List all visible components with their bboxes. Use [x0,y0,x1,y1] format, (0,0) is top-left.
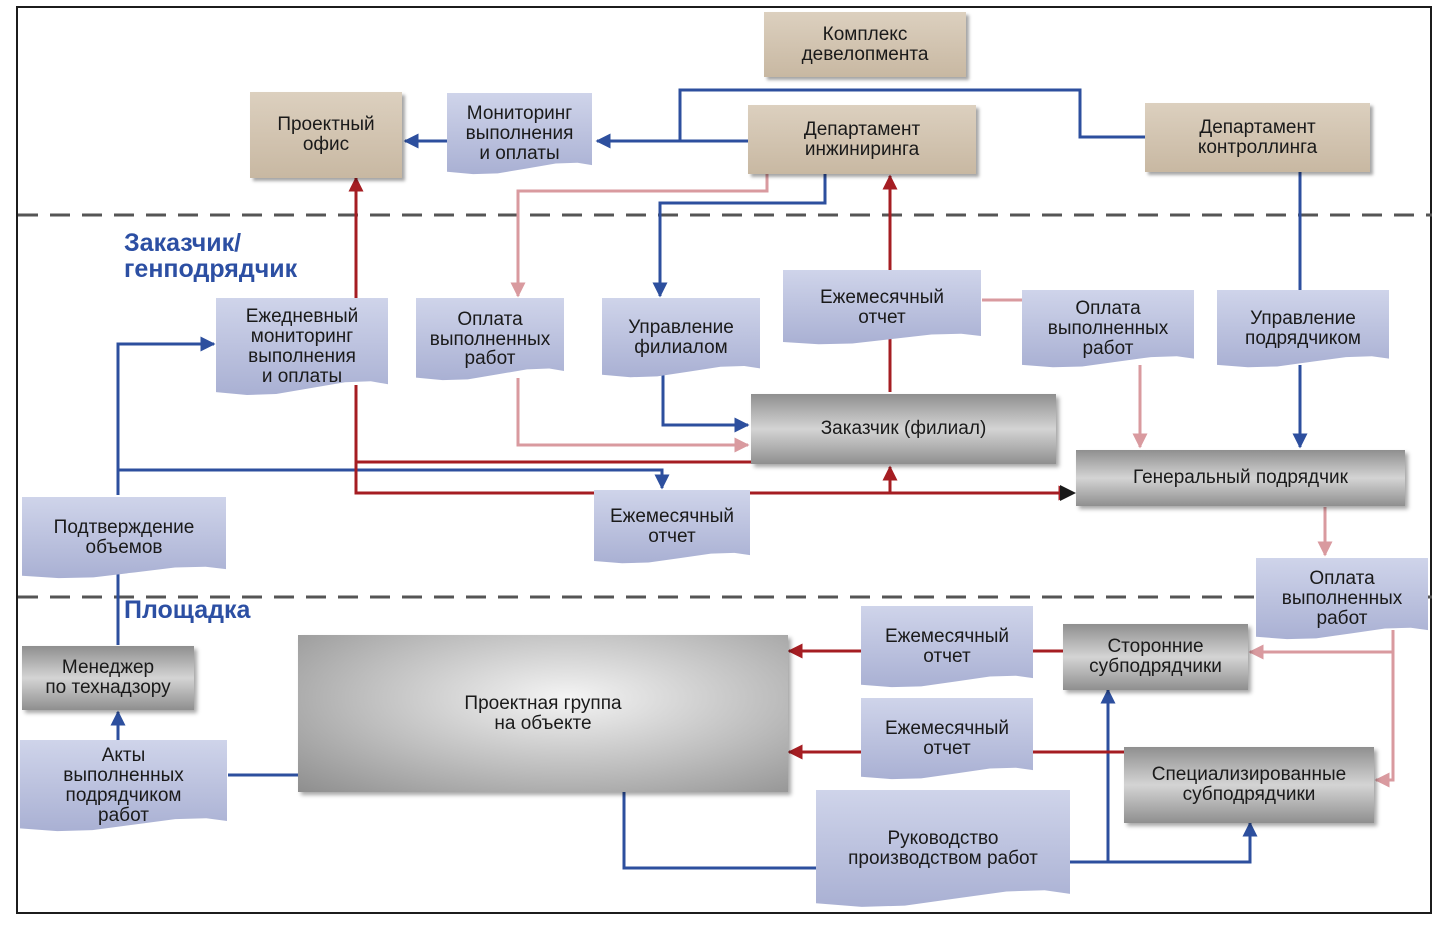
node-controlling-dept: Департамент контроллинга [1145,103,1370,172]
node-third-party-subcontractors: Сторонние субподрядчики [1063,624,1248,690]
node-works-management: Руководство производством работ [816,790,1070,907]
wire-engineering-to-branch-mgmt [652,174,827,298]
node-payment-1: Оплата выполненных работ [416,298,564,381]
wire-branch-mgmt-to-customer [661,375,750,433]
node-acts-of-completed-works: Акты выполненных подрядчиком работ [20,740,227,832]
node-payment-2: Оплата выполненных работ [1022,290,1194,368]
node-project-office: Проектный офис [250,92,402,178]
wire-daily-down [354,385,1074,501]
node-monitoring: Мониторинг выполнения и оплаты [447,93,592,175]
zone-label-site: Площадка [124,596,251,624]
wire-payment-to-customer [516,378,750,453]
diagram-frame [16,6,1432,914]
node-customer-branch: Заказчик (филиал) [751,394,1056,464]
node-contractor-management: Управление подрядчиком [1217,290,1389,368]
wire-group-to-works [622,792,816,870]
wire-works-to-specialized [1108,821,1258,864]
node-monthly-report-1: Ежемесячный отчет [783,270,981,345]
node-daily-monitoring: Ежедневный мониторинг выполнения и оплат… [216,298,388,396]
zone-label-customer: Заказчик/ генподрядчик [124,229,298,284]
wire-controlling-to-monitoring [678,88,1145,141]
node-engineering-dept: Департамент инжиниринга [748,105,976,174]
node-site-project-group: Проектная группа на объекте [298,635,788,792]
node-branch-management: Управление филиалом [602,298,760,378]
arrowhead-general [1060,485,1076,501]
node-monthly-report-4: Ежемесячный отчет [861,698,1033,780]
wire-volume-to-daily [116,336,216,495]
wire-engineering-to-payment [510,174,769,298]
node-payment-3: Оплата выполненных работ [1256,558,1428,640]
node-volume-confirmation: Подтверждение объемов [22,497,226,579]
wire-volume-to-monthly [118,468,670,490]
node-monthly-report-2: Ежемесячный отчет [594,490,750,564]
node-development-complex: Комплекс девелопмента [764,12,966,77]
node-general-contractor: Генеральный подрядчик [1076,450,1405,506]
node-specialized-subcontractors: Специализированные субподрядчики [1124,747,1374,823]
node-monthly-report-3: Ежемесячный отчет [861,606,1033,688]
wire-payment-to-specialized [1374,652,1395,788]
node-tech-supervision-manager: Менеджер по технадзору [22,646,194,710]
wire-works-to-third-party [1070,688,1116,864]
